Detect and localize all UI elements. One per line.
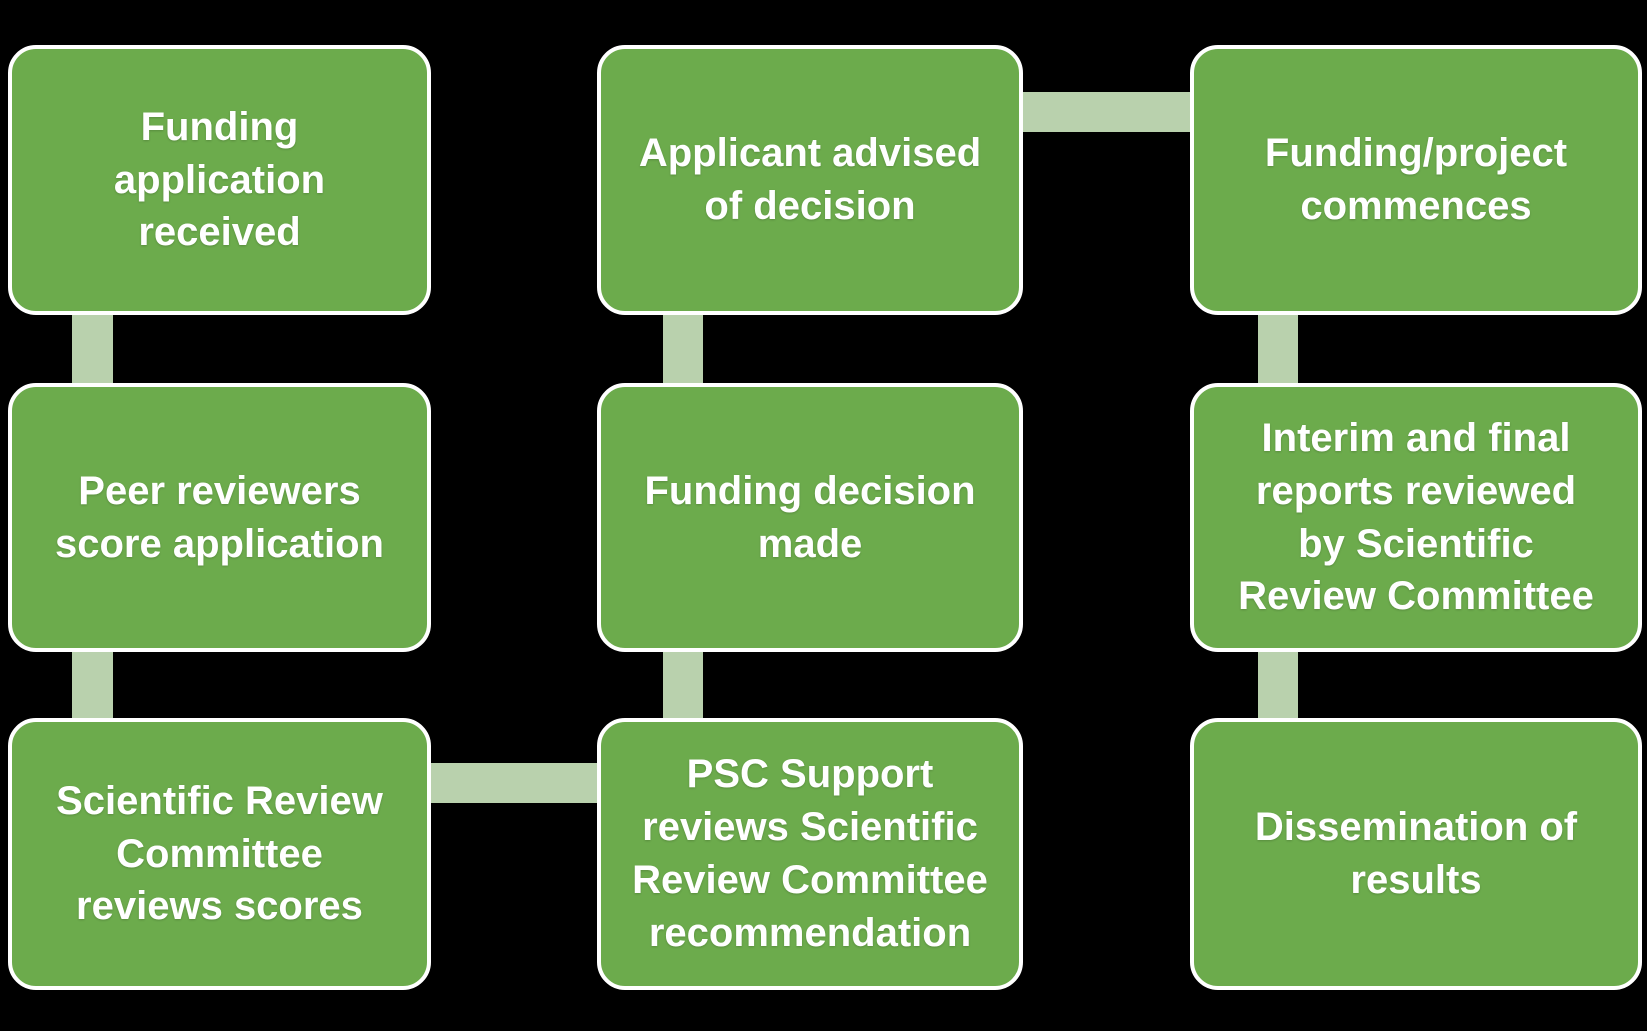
step-funding-project-commences: Funding/project commences <box>1190 45 1642 315</box>
connector-step5-step6 <box>663 305 703 395</box>
connector-step8-step9 <box>1258 642 1298 728</box>
step-funding-application-received: Funding application received <box>8 45 431 315</box>
connector-step6-step7 <box>1015 92 1205 132</box>
step-label: Dissemination of results <box>1254 805 1578 902</box>
connector-step1-step2 <box>72 305 113 395</box>
step-label: Applicant advised of decision <box>638 131 982 228</box>
step-psc-support-reviews-recommendation: PSC Support reviews Scientific Review Co… <box>597 718 1023 990</box>
step-label: Scientific Review Committee reviews scor… <box>56 778 383 929</box>
connector-step4-step5 <box>663 642 703 728</box>
connector-step3-step4 <box>420 763 610 803</box>
step-label: Funding application received <box>113 104 326 255</box>
step-scientific-review-committee-reviews-scores: Scientific Review Committee reviews scor… <box>8 718 431 990</box>
step-label: Interim and final reports reviewed by Sc… <box>1238 415 1594 619</box>
connector-step7-step8 <box>1258 305 1298 395</box>
step-peer-reviewers-score-application: Peer reviewers score application <box>8 383 431 652</box>
step-label: Funding/project commences <box>1264 131 1568 228</box>
step-applicant-advised-of-decision: Applicant advised of decision <box>597 45 1023 315</box>
step-label: PSC Support reviews Scientific Review Co… <box>632 752 988 955</box>
step-interim-final-reports-reviewed: Interim and final reports reviewed by Sc… <box>1190 383 1642 652</box>
connector-step2-step3 <box>72 642 113 728</box>
step-label: Funding decision made <box>644 468 976 566</box>
step-funding-decision-made: Funding decision made <box>597 383 1023 652</box>
step-dissemination-of-results: Dissemination of results <box>1190 718 1642 990</box>
step-label: Peer reviewers score application <box>55 468 384 566</box>
